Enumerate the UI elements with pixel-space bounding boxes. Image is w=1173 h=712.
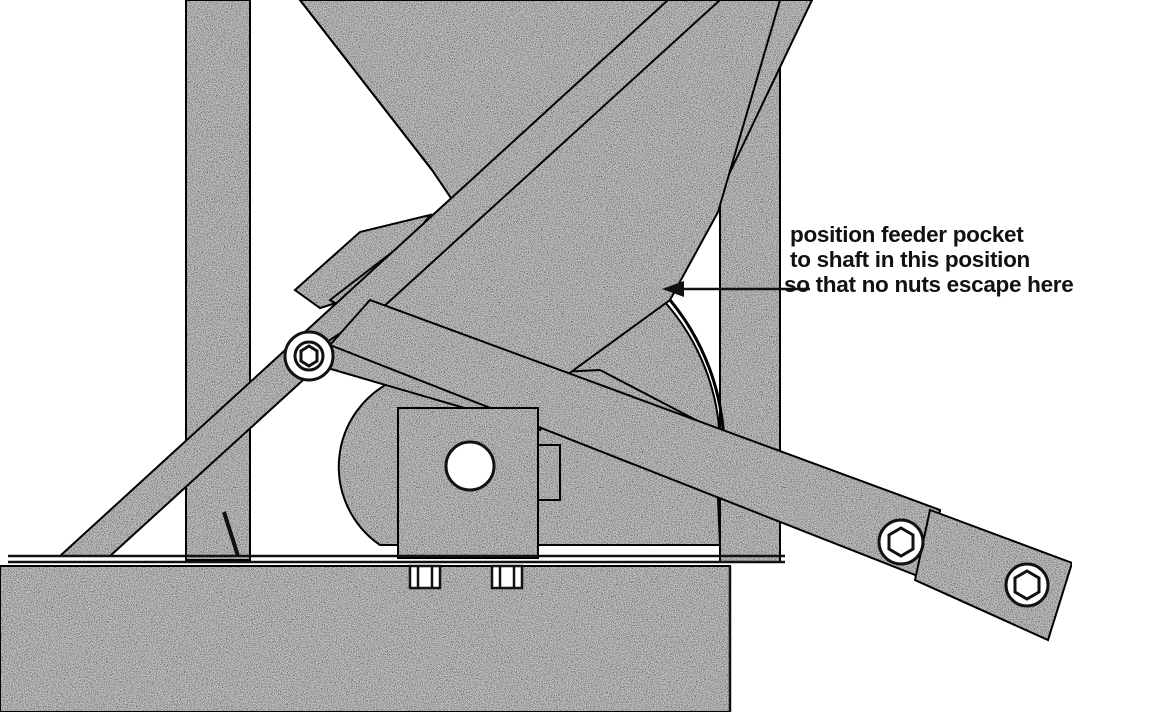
annotation-line-1: position feeder pocket xyxy=(790,222,1024,247)
shaft-bore xyxy=(444,440,496,492)
block-fastener-left xyxy=(408,564,442,590)
end-link xyxy=(913,508,1074,642)
annotation-line-2: to shaft in this position xyxy=(790,247,1030,272)
bolt-end-link xyxy=(1004,562,1050,608)
base-slab xyxy=(0,565,731,712)
bolt-upper-left xyxy=(283,330,335,382)
annotation-text: position feeder pocket to shaft in this … xyxy=(784,222,1170,297)
annotation-leader-arrow xyxy=(662,281,810,297)
block-fastener-right xyxy=(490,564,524,590)
annotation-line-3: so that no nuts escape here xyxy=(784,272,1074,297)
lever-arm xyxy=(328,298,942,582)
bolt-lever xyxy=(877,518,925,566)
